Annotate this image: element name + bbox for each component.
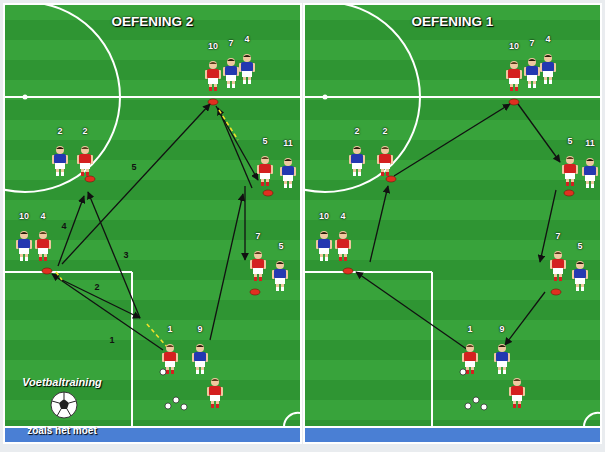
player-number: 10 bbox=[208, 42, 218, 51]
players bbox=[316, 54, 598, 408]
player-number: 1 bbox=[467, 325, 472, 334]
grass bbox=[305, 5, 600, 442]
exercise-panel: OEFENING 1 bbox=[305, 5, 600, 442]
run-lines bbox=[56, 110, 238, 348]
player-number: 4 bbox=[40, 212, 45, 221]
player-number: 2 bbox=[82, 127, 87, 136]
center-spot bbox=[323, 95, 328, 100]
exercise-title: OEFENING 2 bbox=[5, 5, 300, 29]
pass-number: 4 bbox=[61, 222, 66, 231]
panel-frame bbox=[303, 3, 602, 444]
player-number: 5 bbox=[262, 137, 267, 146]
player-number: 2 bbox=[382, 127, 387, 136]
player-number: 9 bbox=[499, 325, 504, 334]
player-number: 4 bbox=[340, 212, 345, 221]
player-number: 4 bbox=[545, 35, 550, 44]
balls bbox=[160, 369, 487, 410]
player-number: 7 bbox=[555, 232, 560, 241]
center-spot bbox=[23, 95, 28, 100]
grass bbox=[5, 5, 300, 442]
player-number: 7 bbox=[255, 232, 260, 241]
player-number: 10 bbox=[509, 42, 519, 51]
watermark: Voetbaltraining bbox=[22, 377, 102, 388]
pass-number: 2 bbox=[94, 283, 99, 292]
players bbox=[16, 54, 296, 408]
pass-number: 3 bbox=[123, 251, 128, 260]
player-number: 11 bbox=[585, 139, 595, 148]
pass-arrows bbox=[356, 104, 560, 350]
logo-ball bbox=[51, 392, 77, 418]
cones bbox=[42, 99, 574, 295]
player-number: 7 bbox=[529, 39, 534, 48]
pitch-surround bbox=[305, 428, 600, 442]
watermark: zoals het moet bbox=[27, 426, 96, 436]
player-number: 5 bbox=[278, 242, 283, 251]
player-number: 9 bbox=[197, 325, 202, 334]
pass-arrows bbox=[52, 104, 258, 350]
exercise-title: OEFENING 1 bbox=[305, 5, 600, 29]
player-number: 10 bbox=[319, 212, 329, 221]
player-number: 4 bbox=[244, 35, 249, 44]
pitch-lines bbox=[5, 5, 300, 427]
player-number: 1 bbox=[167, 325, 172, 334]
player-number: 7 bbox=[228, 39, 233, 48]
pass-number: 1 bbox=[109, 336, 114, 345]
player-number: 11 bbox=[283, 139, 293, 148]
player-number: 5 bbox=[567, 137, 572, 146]
panel-frame bbox=[3, 3, 302, 444]
player-number: 10 bbox=[19, 212, 29, 221]
player-number: 2 bbox=[57, 127, 62, 136]
pass-number: 5 bbox=[131, 163, 136, 172]
player-number: 2 bbox=[354, 127, 359, 136]
player-number: 5 bbox=[577, 242, 582, 251]
pitch-lines bbox=[305, 5, 600, 427]
